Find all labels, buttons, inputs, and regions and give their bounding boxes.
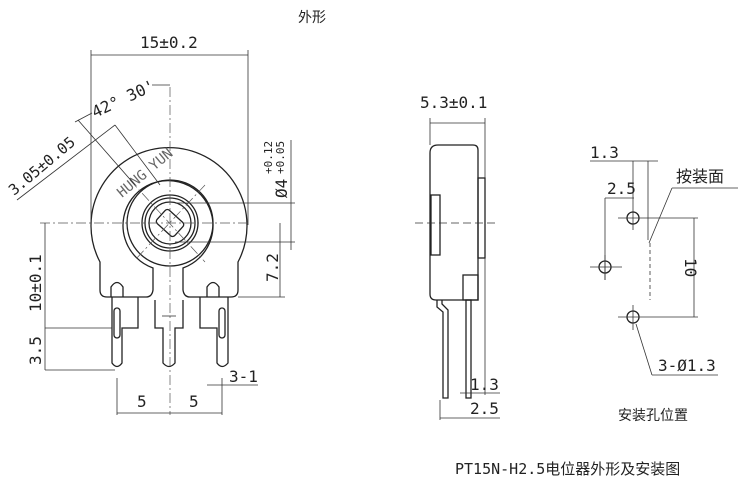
shaft-tol-lower: +0.05 — [274, 141, 287, 174]
pin-offset-2-dim: 2.5 — [470, 399, 499, 418]
shaft-tol-upper: +0.12 — [262, 141, 275, 174]
mount-view: 1.3 2.5 10 按装面 3-Ø1.3 安装孔位置 — [590, 143, 738, 424]
angle-dim: 42° 30' — [89, 76, 158, 122]
pin-left — [111, 297, 139, 368]
mount-holes-label: 安装孔位置 — [618, 408, 688, 424]
pitch-left-dim: 5 — [137, 392, 147, 411]
body-outline — [90, 146, 248, 298]
slot-dim: 3.05±0.05 — [5, 133, 79, 199]
pin-width-dim: 3-1 — [229, 367, 258, 386]
front-view: HUNG YUN 15±0.2 42° 30' 3.05±0.05 Ø4 +0.… — [5, 33, 295, 415]
center-height-dim: 7.2 — [263, 253, 282, 282]
mount-dim-2: 2.5 — [607, 179, 636, 198]
pin-center — [154, 300, 184, 368]
drawing-caption: PT15N-H2.5电位器外形及安装图 — [455, 460, 680, 478]
thickness-dim: 5.3±0.1 — [420, 93, 487, 112]
mount-dim-1: 1.3 — [590, 143, 619, 162]
side-body — [429, 144, 479, 301]
drawing-title: 外形 — [298, 10, 326, 26]
pin-length-dim: 3.5 — [26, 336, 45, 365]
side-view: 5.3±0.1 1.3 2.5 — [415, 93, 500, 420]
pitch-right-dim: 5 — [189, 392, 199, 411]
height-dim: 10±0.1 — [26, 254, 45, 312]
width-dim: 15±0.2 — [140, 33, 198, 52]
brand-text: HUNG YUN — [114, 145, 176, 201]
hole-dim: 3-Ø1.3 — [658, 356, 716, 375]
mount-face-label: 按装面 — [676, 167, 724, 186]
spacing-dim: 10 — [681, 258, 700, 277]
shaft-dim-main: Ø4 — [272, 179, 291, 198]
pin-right — [199, 297, 229, 368]
pin-offset-1-dim: 1.3 — [470, 375, 499, 394]
